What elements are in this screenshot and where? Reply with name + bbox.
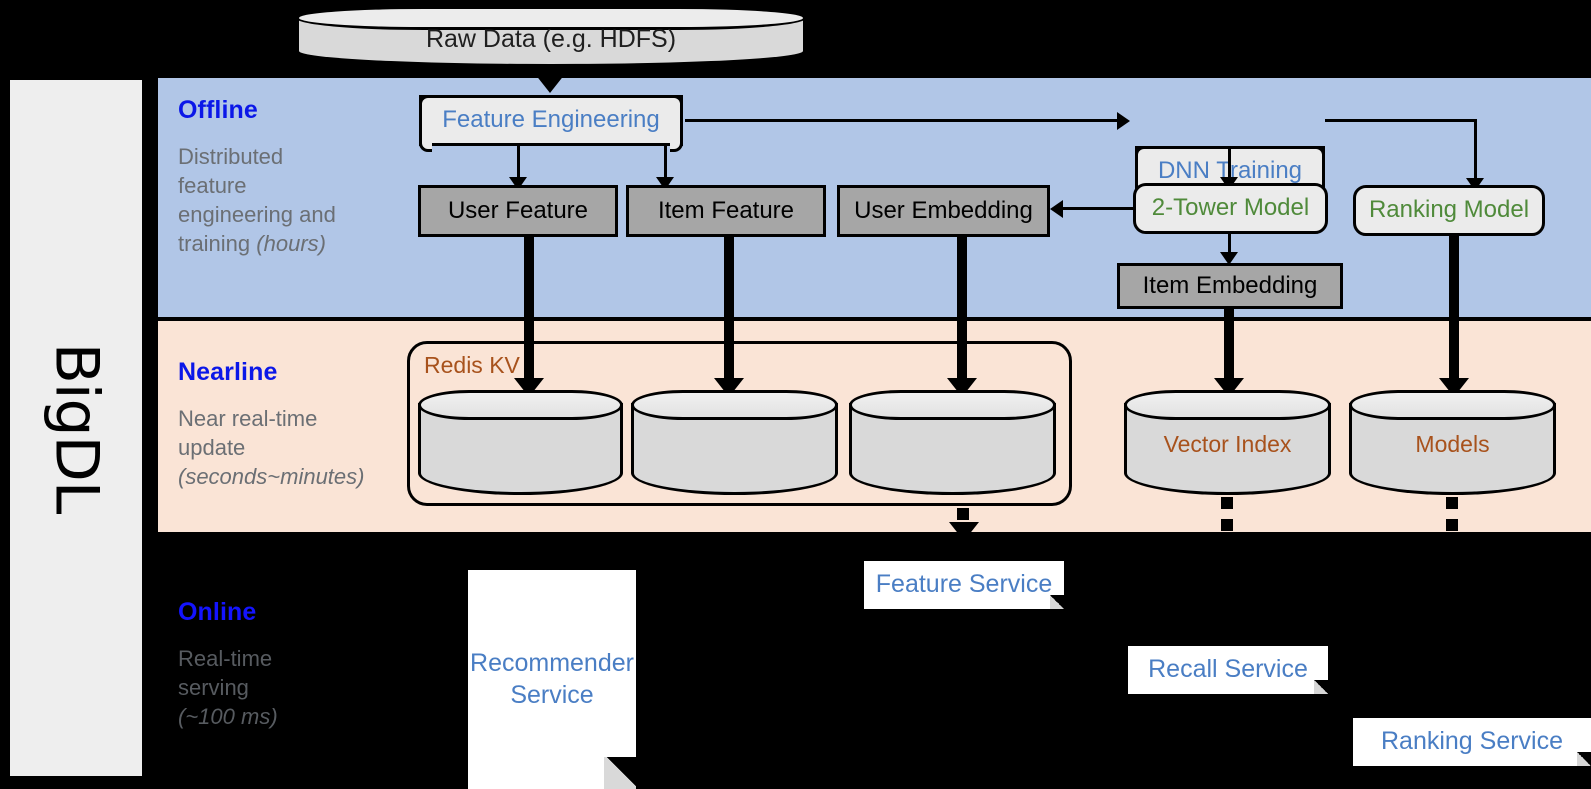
pipe-itemembedding-vectorindex	[1224, 308, 1234, 385]
models-label: Models	[1415, 430, 1490, 457]
recommender-service-note[interactable]: Recommender Service	[468, 570, 636, 789]
nearline-title: Nearline	[178, 358, 278, 386]
models-cylinder[interactable]: Models	[1349, 390, 1556, 495]
pipe-rankingmodel-models	[1449, 234, 1459, 385]
vector-index-label: Vector Index	[1163, 430, 1292, 457]
two-tower-model-box[interactable]: 2-Tower Model	[1133, 183, 1328, 234]
nearline-description: Near real-time update (seconds~minutes)	[178, 404, 393, 491]
cylinder-top	[418, 390, 623, 420]
item-feature-box[interactable]: Item Feature	[626, 185, 826, 237]
recall-service-label: Recall Service	[1148, 655, 1308, 684]
connector-fe-itemfeature	[664, 146, 667, 182]
vector-index-cylinder[interactable]: Vector Index	[1124, 390, 1331, 495]
user-embedding-box[interactable]: User Embedding	[837, 185, 1050, 237]
redis-kv-label: Redis KV	[424, 352, 520, 378]
page-corner-icon	[1314, 680, 1328, 694]
online-title: Online	[178, 598, 257, 626]
two-tower-model-label: 2-Tower Model	[1151, 194, 1310, 222]
feature-service-note[interactable]: Feature Service	[864, 561, 1064, 609]
online-desc-l2: serving	[178, 675, 249, 701]
connector-twotower-itemembedding	[1228, 234, 1231, 260]
offline-desc-l1: Distributed	[178, 144, 284, 169]
kv-store-cylinder-2[interactable]	[631, 390, 838, 495]
cylinder-top	[1124, 390, 1331, 420]
arrowhead-twotower-userembedding	[1050, 200, 1063, 218]
arrowhead-fe-dnn	[1117, 112, 1130, 130]
page-corner-icon	[1050, 595, 1064, 609]
connector-fe-userfeature	[517, 146, 520, 182]
user-embedding-label: User Embedding	[854, 196, 1033, 224]
feature-service-label: Feature Service	[875, 570, 1053, 599]
cylinder-top	[631, 390, 838, 420]
nearline-desc-emphasis: (seconds~minutes)	[178, 464, 365, 490]
nearline-desc-l1: Near real-time	[178, 406, 318, 431]
offline-description: Distributed feature engineering and trai…	[178, 142, 393, 258]
arrowhead-rawdata-fe	[535, 74, 565, 93]
page-corner-icon	[1577, 752, 1591, 766]
connector-twotower-userembedding	[1063, 207, 1135, 210]
offline-desc-emphasis: (hours)	[256, 231, 326, 257]
dash-redis-featureservice-1	[957, 508, 969, 520]
recall-service-note[interactable]: Recall Service	[1128, 646, 1328, 694]
page-corner-icon	[604, 757, 636, 789]
offline-desc-l2: feature	[178, 173, 247, 199]
dash-vectorindex-2	[1221, 519, 1233, 531]
recommender-service-label: Recommender Service	[470, 649, 634, 709]
item-embedding-box[interactable]: Item Embedding	[1117, 263, 1343, 309]
item-feature-label: Item Feature	[657, 196, 795, 224]
online-desc-emphasis: (~100 ms)	[178, 704, 278, 730]
arrowhead-redis-featureservice	[949, 522, 979, 541]
connector-dnn-ranking-v	[1474, 119, 1477, 183]
bigdl-label: BigDL	[41, 342, 112, 514]
ranking-model-box[interactable]: Ranking Model	[1353, 185, 1545, 236]
ranking-model-label: Ranking Model	[1368, 196, 1530, 224]
online-description: Real-time serving (~100 ms)	[178, 644, 393, 731]
pipe-userembedding-store	[957, 236, 967, 385]
redis-kv-group	[407, 341, 1072, 506]
item-embedding-label: Item Embedding	[1142, 271, 1318, 299]
arrowhead-twotower-itemembedding	[1220, 252, 1238, 265]
offline-desc-l4: training	[178, 231, 257, 257]
cylinder-top	[1349, 390, 1556, 420]
user-feature-label: User Feature	[447, 196, 589, 224]
user-feature-box[interactable]: User Feature	[418, 185, 618, 237]
raw-data-cylinder: Raw Data (e.g. HDFS)	[296, 6, 806, 67]
feature-engineering-box[interactable]: Feature Engineering	[419, 95, 683, 152]
offline-desc-l3: engineering and	[178, 202, 336, 228]
cylinder-top	[849, 390, 1056, 420]
dash-models-1	[1446, 497, 1458, 509]
ranking-service-label: Ranking Service	[1380, 727, 1564, 756]
dash-vectorindex-1	[1221, 497, 1233, 509]
cylinder-top	[296, 6, 806, 30]
dash-models-2	[1446, 519, 1458, 531]
nearline-desc-l2: update	[178, 435, 246, 461]
kv-store-cylinder-3[interactable]	[849, 390, 1056, 495]
connector-dnn-twotower	[1228, 146, 1231, 182]
ranking-service-note[interactable]: Ranking Service	[1353, 718, 1591, 766]
raw-data-label: Raw Data (e.g. HDFS)	[425, 24, 677, 53]
connector-fe-dnn	[685, 119, 1119, 122]
pipe-userfeature-store	[524, 236, 534, 385]
offline-title: Offline	[178, 96, 258, 124]
pipe-itemfeature-store	[724, 236, 734, 385]
connector-dnn-ranking-h	[1325, 119, 1477, 122]
online-desc-l1: Real-time	[178, 646, 273, 671]
bigdl-rail: BigDL	[8, 78, 144, 778]
feature-engineering-label: Feature Engineering	[442, 106, 660, 134]
kv-store-cylinder-1[interactable]	[418, 390, 623, 495]
